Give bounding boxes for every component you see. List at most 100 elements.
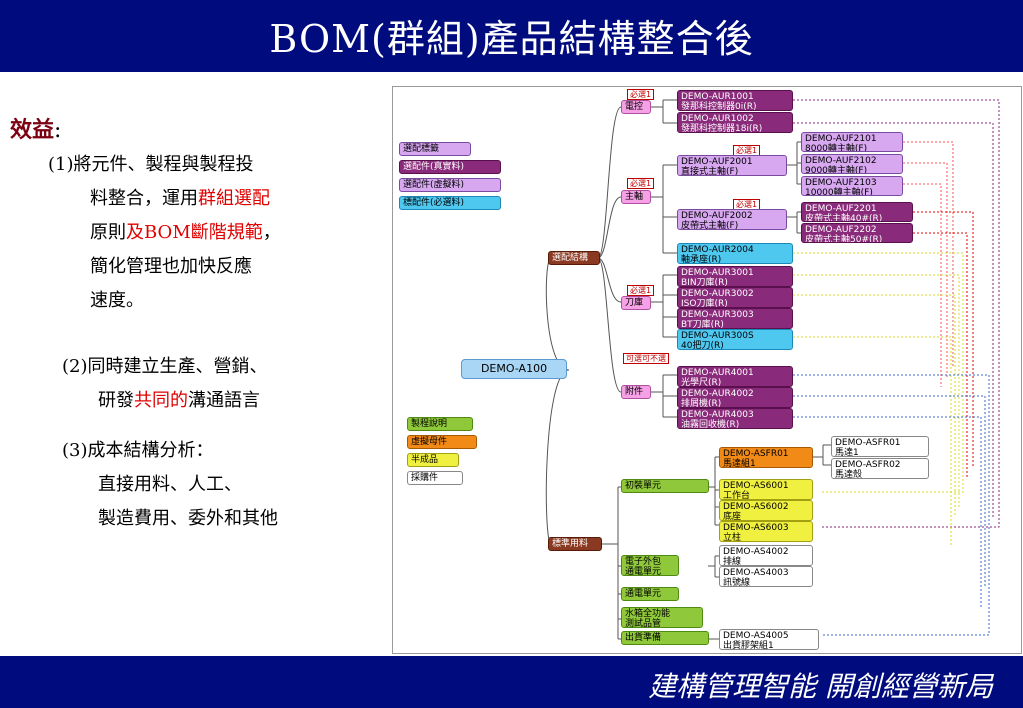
- process-line: 測試品管: [625, 619, 662, 628]
- part-desc: 工作台: [723, 491, 751, 500]
- part-desc: 出貨膠架組1: [723, 641, 774, 650]
- group-accessory[interactable]: 附件: [621, 385, 651, 399]
- group-spindle[interactable]: 主軸: [621, 190, 651, 204]
- benefit-3-line-1: (3)成本結構分析：: [62, 440, 214, 461]
- slide-title: BOM(群組)產品結構整合後: [269, 17, 754, 61]
- benefit-2-line-1: (2)同時建立生產、營銷、: [62, 356, 268, 377]
- part-desc: 排線: [723, 557, 742, 566]
- part-code: DEMO-AS4003: [723, 568, 789, 578]
- text-span: 溝通語言: [188, 390, 260, 411]
- root-node[interactable]: DEMO-A100: [461, 359, 567, 379]
- part-desc: 馬達1: [835, 448, 859, 457]
- optional-tag: 可選可不選: [623, 353, 669, 364]
- required-tag: 必選1: [627, 89, 655, 100]
- part-desc: 皮帶式主軸40#(R): [805, 214, 883, 222]
- part-code: DEMO-AUF2101: [805, 134, 877, 144]
- part-code: DEMO-AS4005: [723, 631, 789, 641]
- group-tool-magazine[interactable]: 刀庫: [621, 296, 651, 310]
- part-code: DEMO-AUF2102: [805, 156, 877, 166]
- part-desc: 光學尺(R): [681, 378, 722, 387]
- part-desc: ISO刀庫(R): [681, 299, 728, 308]
- legend-standard: 標配件(必選料): [399, 196, 501, 210]
- part-code: DEMO-AUF2201: [805, 204, 877, 214]
- benefit-3-line-3: 製造費用、委外和其他: [98, 508, 278, 529]
- process-water-test[interactable]: 水箱全功能測試品管: [621, 607, 703, 628]
- footer-slogan: 建構管理智能 開創經營新局: [648, 670, 993, 703]
- part-code: DEMO-AUF2202: [805, 225, 877, 235]
- part-code: DEMO-AUR300S: [681, 331, 754, 341]
- process-line: 電子外包: [625, 557, 662, 567]
- text-span: 研發: [98, 390, 134, 411]
- benefit-1-line-4: 簡化管理也加快反應: [90, 256, 252, 277]
- part-code: DEMO-AUR4003: [681, 410, 754, 420]
- part-code: DEMO-AUR4002: [681, 389, 754, 399]
- process-electronic-outsource[interactable]: 電子外包通電單元: [621, 555, 679, 576]
- standard-material-node[interactable]: 標準用料: [548, 537, 602, 551]
- benefit-1-line-1: (1)將元件、製程與製程投: [48, 154, 254, 175]
- connector-lines: [545, 99, 1000, 640]
- part-desc: 馬達殼: [835, 470, 863, 479]
- part-code: DEMO-AS6002: [723, 502, 789, 512]
- legend-virtual-parent: 虛擬母件: [407, 435, 477, 449]
- part-desc: 40把刀(R): [681, 341, 724, 350]
- part-code: DEMO-ASFR02: [835, 460, 901, 470]
- benefits-title-text: 效益: [10, 117, 55, 143]
- part-desc: 發那科控制器0i(R): [681, 102, 757, 111]
- required-tag: 必選1: [627, 285, 655, 296]
- part-desc: 軸承座(R): [681, 255, 722, 264]
- part-desc: 馬達組1: [723, 459, 756, 468]
- legend-purchased: 採購件: [407, 471, 463, 485]
- part-desc: 底座: [723, 512, 742, 521]
- part-desc: 9000轉主軸(F): [805, 166, 868, 174]
- benefit-3-line-2: 直接用料、人工、: [98, 474, 242, 495]
- highlight-span: 群組選配: [198, 188, 270, 209]
- benefit-1-line-3: 原則及BOM斷階規範，: [90, 216, 281, 250]
- option-structure-node[interactable]: 選配結構: [548, 251, 600, 265]
- legend-option-virtual: 選配件(虛擬料): [399, 178, 501, 192]
- required-tag: 必選1: [627, 178, 655, 189]
- header-bar: BOM(群組)產品結構整合後: [0, 0, 1023, 72]
- legend-option-real: 選配件(真實料): [399, 160, 501, 174]
- process-shipping-prep[interactable]: 出貨準備: [621, 631, 709, 645]
- part-code: DEMO-AUF2002: [681, 211, 753, 221]
- group-electric[interactable]: 電控: [621, 100, 651, 114]
- part-code: DEMO-AUF2001: [681, 157, 753, 167]
- part-desc: 直接式主軸(F): [681, 167, 739, 176]
- part-code: DEMO-AUR2004: [681, 245, 754, 255]
- part-code: DEMO-AUR3002: [681, 289, 754, 299]
- text-span: ，: [262, 222, 281, 243]
- process-power-unit[interactable]: 通電單元: [621, 587, 679, 601]
- process-init-unit[interactable]: 初裝單元: [621, 479, 709, 493]
- part-code: DEMO-AUR1002: [681, 114, 754, 124]
- benefits-colon: :: [54, 118, 62, 143]
- footer-bar: 建構管理智能 開創經營新局: [0, 656, 1023, 708]
- part-desc: 訊號線: [723, 578, 751, 587]
- edge-root-opt: [545, 257, 570, 371]
